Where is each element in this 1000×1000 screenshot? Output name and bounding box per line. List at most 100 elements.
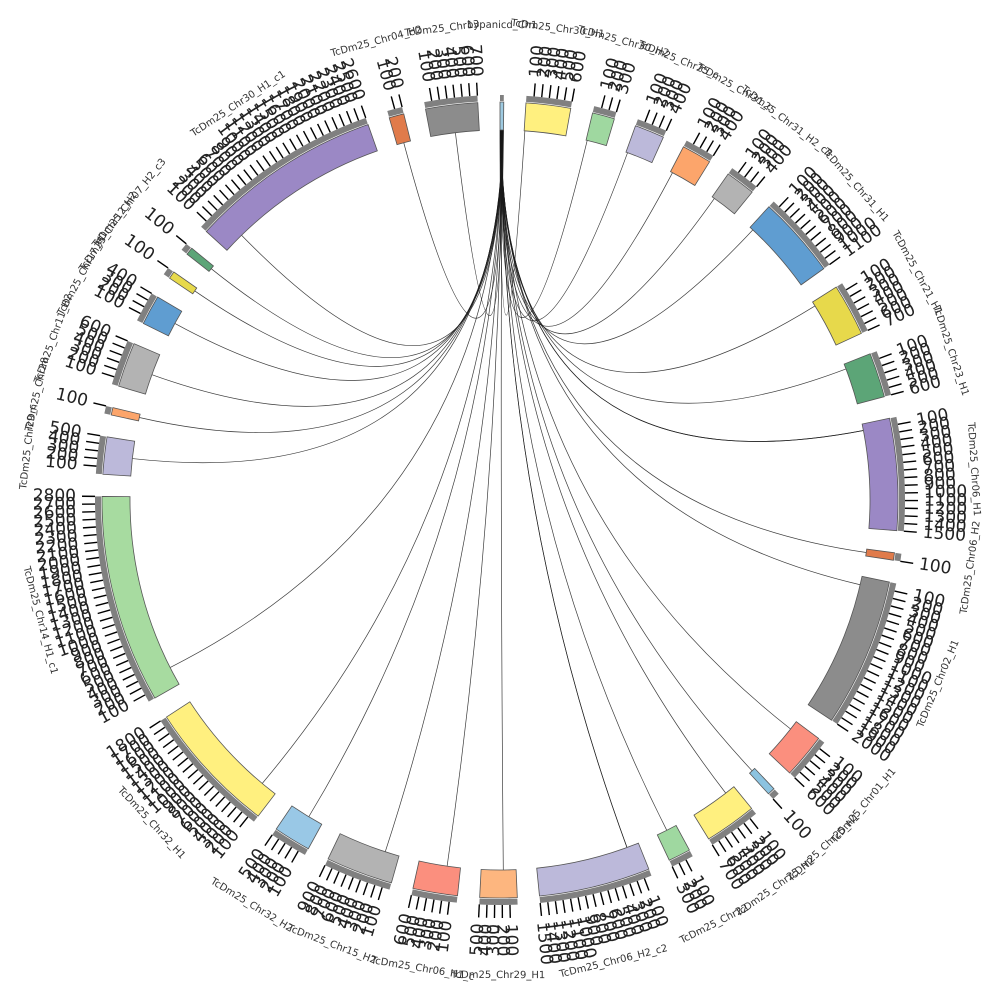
tick-tcdm25-chr17-h1 (128, 306, 141, 315)
tick-tcdm25-chr29-c (83, 464, 97, 467)
tick-tcdm25-chr15-h2 (340, 874, 347, 887)
tick-tcdm25-chr01-h1 (814, 754, 826, 764)
segment-tcdm25-chr29-h1 (479, 869, 518, 899)
tick-tcdm25-chr14-h1-c1 (133, 694, 146, 702)
tick-tcdm25-chr32-h1 (221, 801, 231, 813)
tick-tcdm25-chr13 (436, 86, 440, 100)
segment-tcdm25-chr28 (110, 407, 141, 422)
tick-tcdm25-chr30-h2 (608, 97, 614, 111)
tick-label-tcdm25-chr06-h1: 1300 (923, 507, 967, 529)
tick-tcdm25-chr25-c (658, 115, 666, 128)
tick-label-tcdm25-chr06-h1: 600 (921, 448, 955, 471)
tick-tcdm25-chr02-h1 (852, 697, 866, 705)
tick-tcdm25-chr06-h2-c2 (592, 893, 597, 907)
tick-tcdm25-chr06-h1-c (423, 898, 428, 912)
tick-tcdm25-chr25-h1 (772, 798, 783, 810)
link-tcdm25-chr04-h2 (403, 130, 504, 319)
tick-tcdm25-chr21-h1 (857, 303, 870, 311)
tick-tcdm25-chr14-h1-c1 (82, 526, 96, 529)
tick-label-tcdm25-chr06-h1-c: 100 (433, 919, 457, 954)
tick-tcdm25-chr02-h1 (878, 641, 892, 648)
tick-tcdm25-chr06-h2-c2 (607, 890, 613, 904)
tick-label-tcdm25-chr07-h2-c3: 100 (140, 204, 178, 240)
segments-layer (94, 95, 905, 906)
scale-band-bypanicd-ch1 (500, 95, 504, 102)
segment-bypanicd-ch1 (499, 101, 505, 131)
tick-label-tcdm25-chr30-h1: 200 (534, 45, 557, 79)
scale-band-tcdm25-chr17-h1 (137, 293, 157, 324)
tick-tcdm25-chr06-h1-c (407, 895, 413, 909)
scale-band-tcdm25-chr31-c (683, 140, 714, 161)
tick-label-tcdm25-chr14-h1-c1: 2500 (33, 510, 77, 532)
tick-tcdm25-chr30-h1-c1 (331, 116, 338, 130)
segment-tcdm25-chr07-h2-c3 (186, 247, 214, 272)
tick-tcdm25-chr31-h1 (784, 202, 795, 213)
tick-label-tcdm25-chr06-h1: 500 (920, 439, 954, 463)
tick-label-tcdm25-chr13: 300 (430, 46, 454, 81)
tick-tcdm25-chr30-h1-c1 (249, 164, 259, 176)
tick-tcdm25-chr14-h1-c1 (107, 638, 120, 645)
tick-tcdm25-chr25-h2 (749, 818, 759, 830)
tick-tcdm25-chr11-h2 (106, 357, 120, 363)
tick-tcdm25-chr14-h1-c1 (119, 666, 132, 674)
tick-tcdm25-chr29-h1 (477, 904, 481, 918)
tick-label-tcdm25-chr06-h1: 800 (923, 465, 957, 487)
tick-tcdm25-chr14-h1-c1 (87, 564, 101, 568)
segment-tcdm25-chr02-h1 (807, 575, 890, 721)
tick-tcdm25-chr30-h1 (556, 86, 560, 100)
tick-tcdm25-chr30-h1-c1 (243, 169, 253, 181)
tick-label-tcdm25-chr29-c: 300 (46, 435, 81, 459)
scale-band-tcdm25-chr22 (669, 850, 693, 867)
link-tcdm25-chr01-h1 (500, 130, 791, 730)
scale-band-tcdm25-chr02-h1 (832, 582, 897, 725)
tick-label-tcdm25-chr06-h1: 1400 (923, 515, 967, 537)
tick-label-tcdm25-chr14-h1-c1: 2400 (33, 518, 78, 541)
tick-tcdm25-chr32-h2 (270, 838, 280, 851)
tick-tcdm25-chr02-h1 (841, 717, 853, 726)
tick-tcdm25-chr32-h1 (167, 745, 179, 755)
tick-tcdm25-chr14-h1-c1 (99, 616, 113, 622)
tick-tcdm25-chr06-h1-c (446, 901, 450, 915)
tick-tcdm25-chr30-h1-c1 (224, 184, 235, 196)
tick-tcdm25-chr02-h1 (881, 634, 895, 641)
tick-tcdm25-chr02-h1 (876, 648, 889, 655)
tick-tcdm25-chr01-h1 (794, 777, 805, 788)
tick-tcdm25-chr13 (468, 83, 471, 97)
link-tcdm25-chr25-h2 (501, 130, 727, 794)
link-tcdm25-chr32-h2 (308, 130, 503, 817)
tick-tcdm25-chr32-h1 (153, 726, 166, 736)
link-tcdm25-chr06-h2-c2 (501, 130, 628, 848)
tick-label-tcdm25-chr29-h1: 400 (475, 923, 496, 956)
tick-tcdm25-chr06-h1 (899, 429, 913, 433)
scale-band-tcdm25-chr31-h2-c3 (728, 168, 757, 192)
tick-label-tcdm25-chr30-h1: 100 (526, 44, 549, 78)
tick-tcdm25-chr12-h2 (156, 259, 169, 269)
tick-tcdm25-chr30-h1-c1 (345, 110, 353, 124)
tick-tcdm25-chr31-h1 (819, 243, 832, 253)
tick-tcdm25-chr14-h1-c1 (82, 518, 96, 521)
tick-tcdm25-chr21-h1 (853, 296, 866, 304)
tick-tcdm25-chr23-h1 (890, 390, 904, 396)
tick-tcdm25-chr25-h2 (718, 840, 727, 853)
tick-tcdm25-chr31-h1 (805, 225, 817, 235)
tick-tcdm25-chr31-h1 (810, 231, 822, 241)
tick-tcdm25-chr31-h1 (800, 219, 811, 230)
tick-tcdm25-chr14-h1-c1 (104, 631, 118, 637)
tick-tcdm25-chr32-h1 (227, 806, 237, 818)
tick-tcdm25-chr29-c (84, 456, 98, 460)
tick-tcdm25-chr21-h1 (849, 289, 862, 298)
tick-tcdm25-chr17-h1 (136, 293, 149, 301)
tick-tcdm25-chr02-h1 (863, 676, 876, 684)
scale-band-tcdm25-chr28 (104, 405, 112, 415)
tick-tcdm25-chr31-h1 (795, 213, 806, 224)
segment-tcdm25-chr06-h1-c (412, 860, 461, 897)
tick-tcdm25-chr30-h1-c1 (196, 211, 207, 222)
tick-tcdm25-chr25-c (644, 109, 651, 123)
link-tcdm25-chr30-h1-c1 (241, 130, 504, 346)
tick-tcdm25-chr30-h1-c1 (338, 113, 345, 127)
segment-tcdm25-chr22 (656, 824, 690, 861)
scale-band-tcdm25-chr25-h2 (709, 809, 757, 845)
tick-tcdm25-chr32-h1 (215, 796, 226, 807)
tick-label-tcdm25-chr29-h1: 200 (492, 924, 512, 957)
